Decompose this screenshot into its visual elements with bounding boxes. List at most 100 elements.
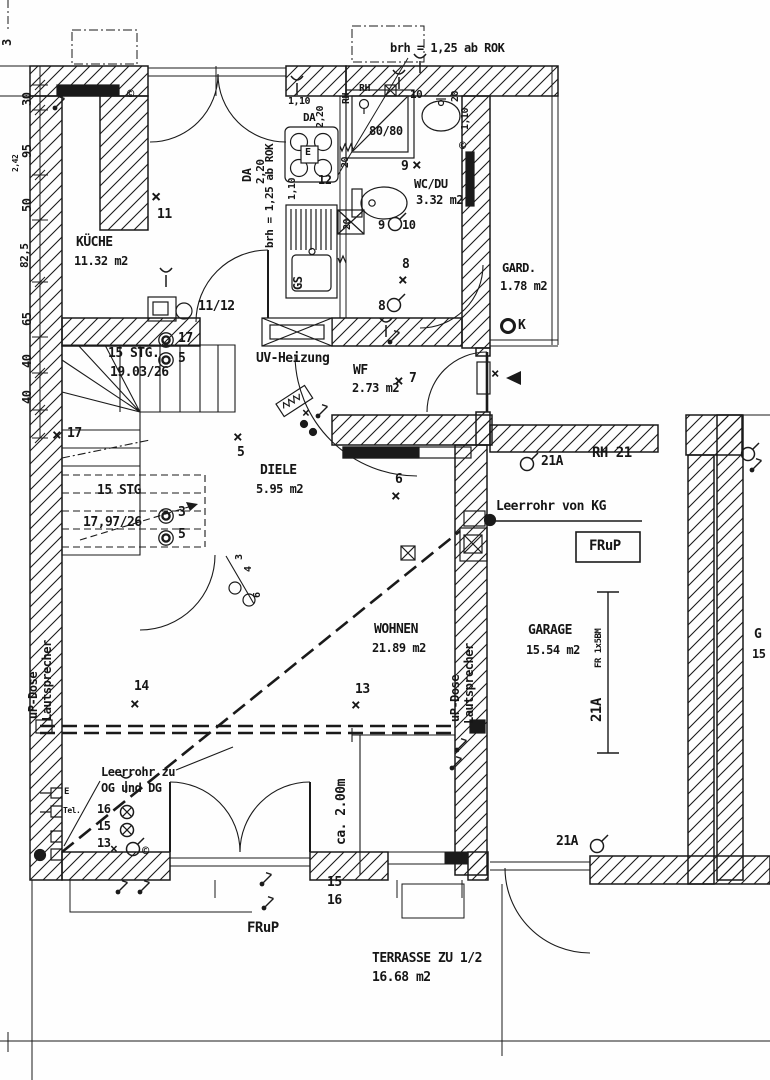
shaft-kitchen <box>99 95 149 231</box>
point-9-a: 9 <box>401 159 409 174</box>
tel-distributor <box>275 384 314 418</box>
shaft-box <box>337 209 365 235</box>
label-da-2-h: 2,20 <box>315 105 326 128</box>
label-frup-1: FRuP <box>589 538 621 554</box>
wohnen-crossed-box-x <box>400 545 416 561</box>
tel-dot <box>299 419 309 429</box>
gard-enclosure-lines <box>490 66 559 347</box>
label-20-b: 20 <box>340 156 351 168</box>
wc-crossed-box-x <box>384 84 397 97</box>
entry-mat <box>476 361 491 395</box>
label-shower-size: 80/80 <box>369 124 403 138</box>
wall-wc-east <box>461 95 491 349</box>
point-21a-2: 21A <box>556 834 578 849</box>
sink-tap <box>308 247 316 256</box>
label-20-c: 20 <box>342 218 353 230</box>
point-17-b-x: × <box>52 425 62 444</box>
stair-num-3: 3 <box>234 554 245 560</box>
dim-chain-ticks <box>32 79 48 444</box>
dim-242: 2,42 <box>11 154 20 172</box>
radiator-kitchen <box>56 84 120 96</box>
wall-garage-north <box>489 424 659 453</box>
point-5-a: 5 <box>178 351 186 366</box>
label-110-c: 1,10 <box>460 107 471 130</box>
wall-top-right <box>345 65 559 97</box>
point-15-b: 15 <box>327 875 342 890</box>
tel-dot <box>308 427 318 437</box>
conduit-diagonal <box>61 529 461 854</box>
uv-heizung-inner <box>269 324 325 340</box>
entry-arrow-icon <box>506 371 521 385</box>
frup-box <box>575 531 641 563</box>
shower-diagonal <box>352 96 408 152</box>
dim-3: 3 <box>0 39 14 46</box>
stair-arrow-head <box>186 502 198 511</box>
stove-burner <box>313 158 333 178</box>
point-17-a: 17 <box>178 331 193 346</box>
terrace-door-opening <box>170 857 310 867</box>
dim-bracket-bottom <box>69 880 252 913</box>
dim-95: 95 <box>20 144 34 158</box>
sym-x-wall: × <box>110 842 118 857</box>
point-10-b: 10 <box>402 218 416 232</box>
wohnen-crossed-box <box>400 545 416 561</box>
chimney-block-2 <box>351 25 425 63</box>
room-diele-area: 5.95 m2 <box>256 482 304 496</box>
room-kueche-name: KÜCHE <box>76 235 113 250</box>
kg-box-cross <box>463 534 483 554</box>
label-brh-vert: brh = 1,25 ab ROK <box>263 143 276 248</box>
label-steigung-2: 17,97/26 <box>83 515 142 530</box>
sink-unit <box>285 204 338 299</box>
circle-11-12 <box>175 302 193 320</box>
point-17-b: 17 <box>67 426 82 441</box>
fixtures <box>33 84 516 862</box>
stair-treads-left <box>62 429 140 467</box>
label-brh-top: brh = 1,25 ab ROK <box>390 41 505 55</box>
point-14-x: × <box>130 694 140 713</box>
sym-g-1: © <box>459 139 466 153</box>
label-gs: GS <box>291 276 305 290</box>
dim-ticks-bottom <box>214 880 463 898</box>
wall-south-a <box>61 851 171 881</box>
label-21a-vert: 21A <box>589 698 605 722</box>
point-13-x: × <box>351 695 361 714</box>
hall-socket-circle <box>228 581 242 595</box>
door-arc-entry <box>426 351 488 413</box>
point-14: 14 <box>134 679 149 694</box>
door-arc-diele <box>294 355 418 477</box>
leader-brh <box>337 57 409 176</box>
label-uv-heizung: UV-Heizung <box>256 351 330 366</box>
door-arc-wc <box>419 264 484 329</box>
stair-treads-basement <box>62 474 206 548</box>
k-ring <box>500 318 516 334</box>
shower-inner <box>351 95 409 153</box>
point-8-a: 8 <box>402 257 410 272</box>
label-ca-200: ca. 2.00m <box>334 779 349 845</box>
stove <box>284 126 339 183</box>
wall-socket-brackets <box>40 787 62 861</box>
top-wall-extension <box>0 65 30 97</box>
room-terrasse-area: 16.68 m2 <box>372 970 431 985</box>
label-tel: Tel. <box>63 806 81 815</box>
room-wohnen-area: 21.89 m2 <box>372 641 426 655</box>
point-21a-1: 21A <box>541 454 563 469</box>
stair-winders <box>61 344 141 413</box>
label-updose-r: uP-Dose <box>448 674 462 722</box>
garage-door-opening <box>490 861 590 871</box>
ca-200-measure <box>351 728 455 875</box>
dim-50: 50 <box>20 198 34 212</box>
electrical-symbols <box>51 53 763 912</box>
wc-crossed-box <box>384 84 397 97</box>
sym-x-cluster: × <box>302 406 310 421</box>
conduit-horizontal <box>40 724 452 735</box>
label-k: K <box>518 318 526 333</box>
label-leerrohr-og-2: OG und DG <box>101 781 162 795</box>
corner-dot <box>33 848 47 862</box>
point-16-a: 16 <box>97 802 111 816</box>
point-11-12: 11/12 <box>198 299 235 314</box>
point-9-a-x: × <box>412 155 422 174</box>
